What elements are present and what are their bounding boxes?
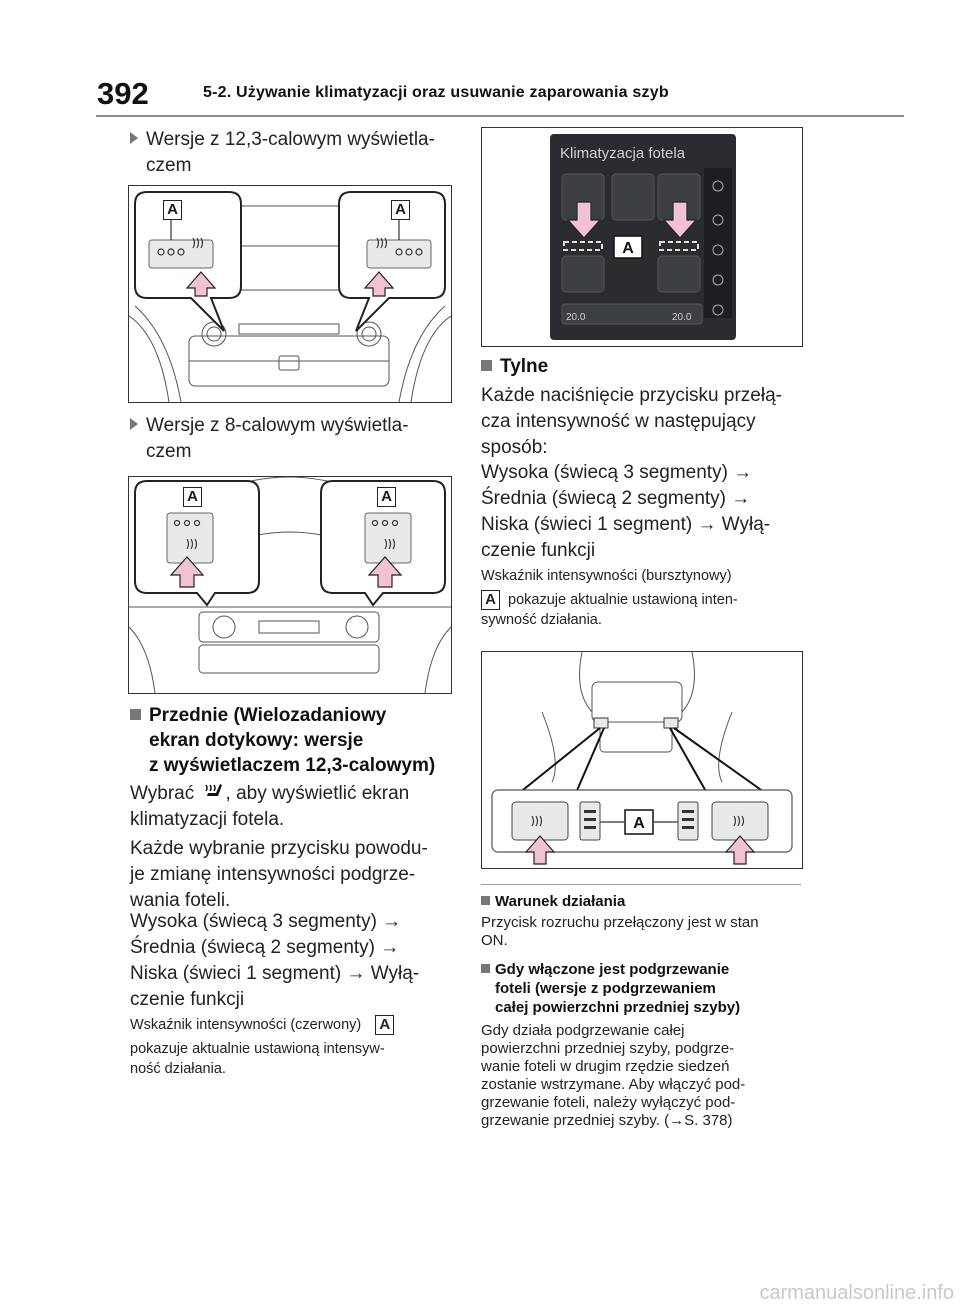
indicator-line1: Wskaźnik intensywności (czerwony) [130, 1017, 362, 1033]
rear-console-illustration: A [491, 652, 793, 865]
rear-indicator-line3: sywność działania. [481, 612, 602, 629]
note1-head-text: Warunek działania [495, 893, 626, 910]
screen-title: Klimatyzacja fotela [560, 145, 686, 162]
rear-heading: Tylne [481, 354, 811, 379]
note2-line2: powierzchni przedniej szyby, podgrze- [481, 1040, 735, 1057]
rear-press-line1: Każde naciśnięcie przycisku przełą- [481, 385, 782, 406]
note2-line1: Gdy działa podgrzewanie całej [481, 1022, 685, 1039]
dashboard-8inch-illustration [129, 477, 451, 693]
select-instruction: Wybrać , aby wyświetlić ekran klimatyzac… [130, 781, 460, 833]
press-line2: je zmianę intensywności podgrze- [130, 864, 416, 885]
figure-front-8inch: A A [128, 476, 452, 694]
figure-seat-climate-screen: A Klimatyzacja fotela 20.0 20.0 [481, 127, 803, 347]
page-number: 392 [97, 76, 149, 111]
rear-press-line3: sposób: [481, 437, 548, 458]
header-divider [96, 115, 904, 117]
press-description: Każde wybranie przycisku powodu- je zmia… [130, 836, 460, 914]
note2-head-line2: foteli (wersje z podgrzewaniem [495, 980, 716, 997]
front-heading-line1: Przednie (Wielozadaniowy [149, 705, 387, 726]
dashboard-12inch-illustration [129, 191, 451, 402]
indicator-line3: ność działania. [130, 1061, 226, 1078]
seat-climate-screen-illustration: A Klimatyzacja fotela 20.0 20.0 [550, 134, 736, 340]
variant-8-line1: Wersje z 8-calowym wyświetla- [146, 415, 409, 436]
select-prefix: Wybrać [130, 783, 195, 804]
figure-front-12inch: A A [128, 185, 452, 403]
label-a-rear: A [633, 815, 645, 832]
note2-line4: zostanie wstrzymane. Aby włączyć pod- [481, 1076, 746, 1093]
variant-8-label: Wersje z 8-calowym wyświetla- czem [130, 413, 460, 465]
label-a-screen: A [622, 240, 634, 257]
seq-line1: Wysoka (świecą 3 segmenty) → [130, 911, 402, 932]
seat-heater-icon [202, 782, 224, 802]
note1-body: Przycisk rozruchu przełączony jest w sta… [481, 914, 811, 950]
note2-head-line1: Gdy włączone jest podgrzewanie [495, 961, 730, 978]
note1-heading: Warunek działania [481, 892, 811, 911]
rear-seq-line4: czenie funkcji [481, 540, 596, 561]
rear-press-line2: cza intensywność w następujący [481, 411, 756, 432]
rear-seq-line2: Średnia (świecą 2 segmenty) → [481, 488, 751, 509]
label-a-inline: A [375, 1015, 395, 1036]
select-line2: klimatyzacji fotela. [130, 809, 285, 830]
indicator-line2: pokazuje aktualnie ustawioną intensyw- [130, 1041, 385, 1058]
label-a-right: A [391, 200, 410, 220]
rear-seq-line1: Wysoka (świecą 3 segmenty) → [481, 462, 753, 483]
watermark: carmanualsonline.info [759, 1282, 954, 1304]
rear-intensity-sequence: Wysoka (świecą 3 segmenty) → Średnia (św… [481, 460, 811, 564]
rear-indicator-line2: pokazuje aktualnie ustawioną inten- [508, 592, 738, 608]
note2-body: Gdy działa podgrzewanie całej powierzchn… [481, 1022, 811, 1130]
screen-temp-right: 20.0 [672, 312, 692, 323]
note2-line3: wanie foteli w drugim rzędzie siedzeń [481, 1058, 730, 1075]
front-heading-line2: ekran dotykowy: wersje [149, 730, 364, 751]
seq-line2: Średnia (świecą 2 segmenty) → [130, 937, 400, 958]
screen-temp-left: 20.0 [566, 312, 586, 323]
bullet-arrow-icon [130, 132, 138, 144]
note2-line5: grzewanie foteli, należy wyłączyć pod- [481, 1094, 736, 1111]
note2-head-line3: całej powierzchni przedniej szyby) [495, 999, 741, 1016]
note2-heading: Gdy włączone jest podgrzewanie foteli (w… [481, 960, 811, 1017]
note1-line1: Przycisk rozruchu przełączony jest w sta… [481, 914, 759, 931]
bullet-arrow-icon [130, 418, 138, 430]
label-a-left: A [183, 487, 202, 507]
indicator-note: Wskaźnik intensywności (czerwony) A poka… [130, 1015, 460, 1079]
intensity-sequence: Wysoka (świecą 3 segmenty) → Średnia (św… [130, 909, 460, 1013]
seq-line4: czenie funkcji [130, 989, 245, 1010]
note2-line6: grzewanie przedniej szyby. (→S. 378) [481, 1112, 733, 1129]
variant-8-line2: czem [146, 441, 192, 462]
rear-indicator-line1: Wskaźnik intensywności (bursztynowy) [481, 568, 732, 584]
note1-line2: ON. [481, 932, 508, 949]
label-a-left: A [163, 200, 182, 220]
select-suffix: , aby wyświetlić ekran [225, 783, 410, 804]
figure-rear-console: A [481, 651, 803, 869]
section-square-icon [130, 709, 141, 720]
notes-divider [481, 884, 801, 885]
press-line1: Każde wybranie przycisku powodu- [130, 838, 428, 859]
note-square-icon [481, 964, 490, 973]
variant-12-label: Wersje z 12,3-calowym wyświetla- czem [130, 127, 460, 179]
seq-line3: Niska (świeci 1 segment) → Wyłą- [130, 963, 420, 984]
label-a-right: A [377, 487, 396, 507]
front-heading-line3: z wyświetlaczem 12,3-calowym) [149, 755, 436, 776]
press-line3: wania foteli. [130, 890, 231, 911]
label-a-inline: A [481, 590, 500, 611]
section-square-icon [481, 360, 492, 371]
rear-seq-line3: Niska (świeci 1 segment) → Wyłą- [481, 514, 771, 535]
rear-press-description: Każde naciśnięcie przycisku przełą- cza … [481, 383, 811, 461]
variant-12-line1: Wersje z 12,3-calowym wyświetla- [146, 129, 435, 150]
note-square-icon [481, 896, 490, 905]
front-heading: Przednie (Wielozadaniowy ekran dotykowy:… [130, 703, 460, 778]
chapter-title: 5-2. Używanie klimatyzacji oraz usuwanie… [203, 84, 669, 101]
rear-heading-text: Tylne [500, 356, 549, 377]
variant-12-line2: czem [146, 155, 192, 176]
